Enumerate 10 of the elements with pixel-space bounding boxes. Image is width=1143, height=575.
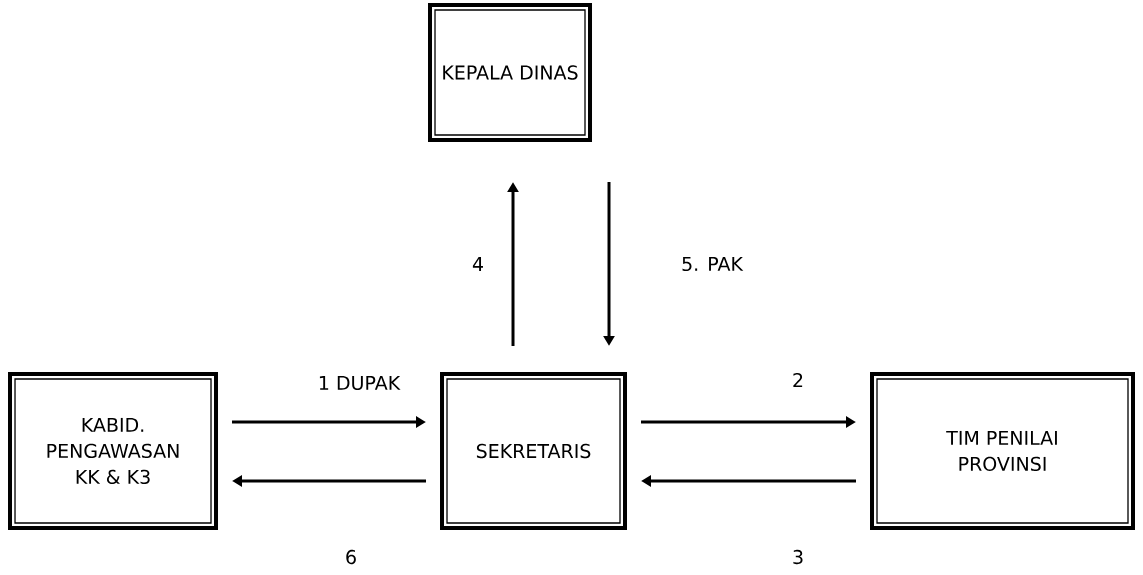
edge-label: 2 — [793, 372, 803, 388]
edge-label: 4 — [472, 257, 483, 271]
process-box: KEPALA DINAS — [428, 3, 592, 142]
process-box: TIM PENILAI PROVINSI — [870, 372, 1135, 530]
edge-label: 5. PAK — [682, 256, 744, 272]
process-box: SEKRETARIS — [440, 372, 627, 530]
edge-label: 3 — [793, 549, 803, 565]
process-box: KABID. PENGAWASAN KK & K3 — [8, 372, 218, 530]
edge-label: 6 — [346, 549, 356, 565]
edge-label: 1 DUPAK — [319, 375, 401, 391]
